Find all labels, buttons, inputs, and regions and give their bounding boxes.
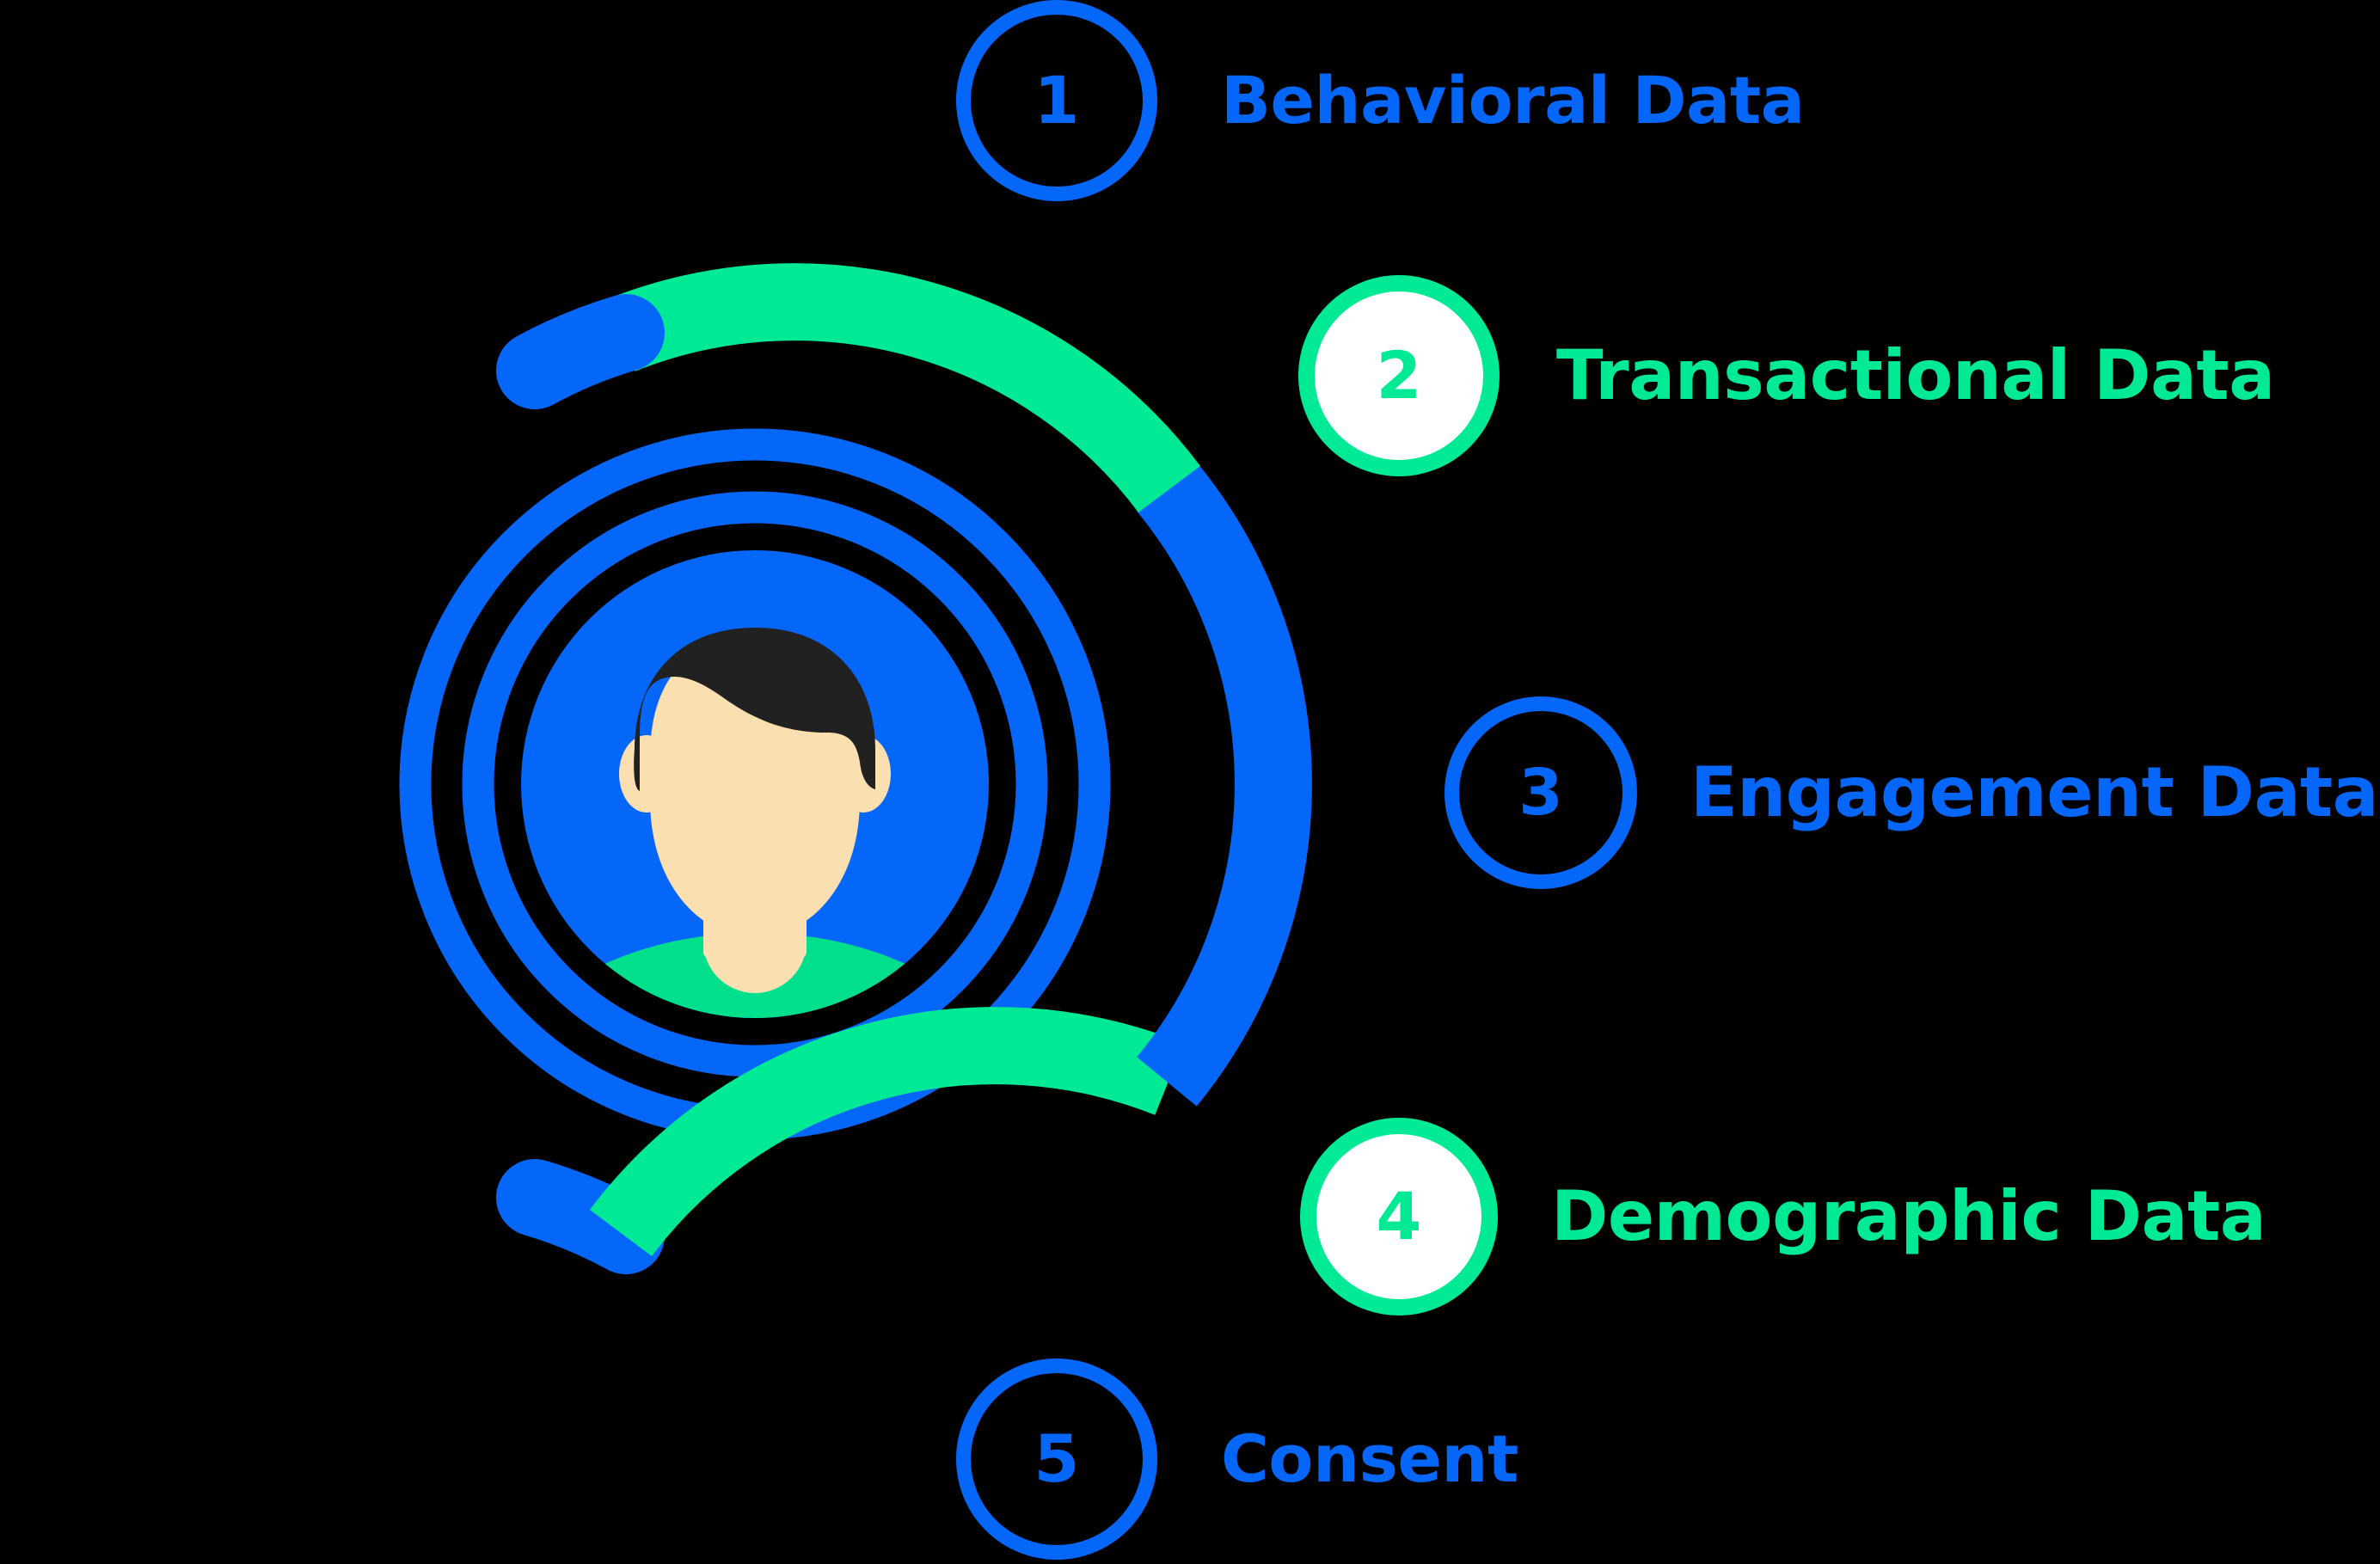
legend-badge-2[interactable]: 2 bbox=[1298, 275, 1500, 476]
legend-badge-number-5: 5 bbox=[1034, 1420, 1080, 1497]
progress-ring bbox=[496, 263, 1312, 1274]
legend-item-2[interactable]: 2 Transactional Data bbox=[1298, 275, 2275, 476]
legend-item-4[interactable]: 4 Demographic Data bbox=[1300, 1118, 2267, 1316]
legend-badge-1[interactable]: 1 bbox=[956, 0, 1157, 201]
legend-badge-number-1: 1 bbox=[1034, 62, 1080, 138]
progress-segment-lower-green bbox=[590, 1007, 1184, 1257]
avatar-hair bbox=[634, 628, 875, 791]
legend-item-3[interactable]: 3 Engagement Data bbox=[1445, 696, 2379, 889]
legend-badge-3[interactable]: 3 bbox=[1445, 696, 1637, 889]
middle-ring bbox=[462, 491, 1048, 1077]
legend-badge-number-2: 2 bbox=[1376, 337, 1422, 414]
legend-label-1: Behavioral Data bbox=[1221, 62, 1805, 138]
progress-segment-middle-blue bbox=[1137, 462, 1312, 1107]
legend-badge-number-3: 3 bbox=[1518, 756, 1563, 830]
legend-label-3: Engagement Data bbox=[1690, 752, 2379, 832]
avatar bbox=[521, 550, 989, 1018]
legend-badge-4[interactable]: 4 bbox=[1300, 1118, 1498, 1316]
legend-item-5[interactable]: 5 Consent bbox=[956, 1359, 1518, 1560]
progress-segment-top-blue bbox=[496, 294, 665, 409]
legend-label-4: Demographic Data bbox=[1551, 1176, 2267, 1256]
legend-label-2: Transactional Data bbox=[1556, 335, 2275, 415]
legend-badge-5[interactable]: 5 bbox=[956, 1359, 1157, 1560]
legend-badge-number-4: 4 bbox=[1376, 1178, 1422, 1254]
legend-label-5: Consent bbox=[1221, 1420, 1518, 1497]
legend-item-1[interactable]: 1 Behavioral Data bbox=[956, 0, 1805, 201]
progress-segment-upper-green bbox=[606, 263, 1200, 513]
